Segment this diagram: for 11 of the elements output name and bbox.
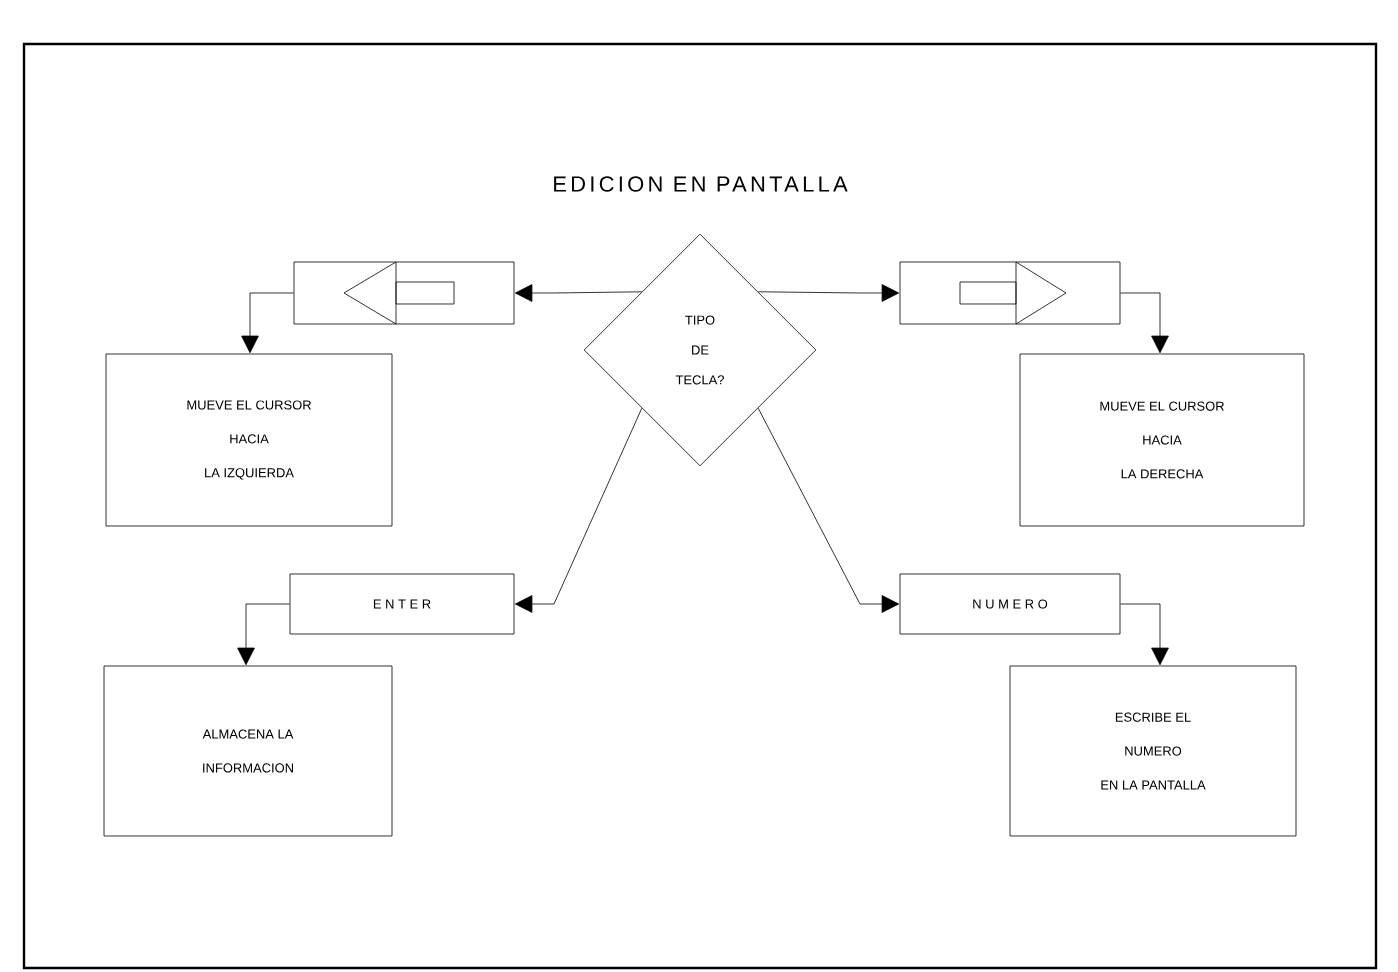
arrow [241,292,294,354]
arrow [514,407,643,613]
arrow [1120,603,1169,666]
key-box [899,261,1121,325]
key-box [293,261,515,325]
arrow [757,407,900,613]
arrow [514,284,643,302]
arrow [1120,292,1169,354]
arrow [237,603,290,666]
title: EDICION EN PANTALLA [554,176,848,192]
arrow [757,284,900,302]
